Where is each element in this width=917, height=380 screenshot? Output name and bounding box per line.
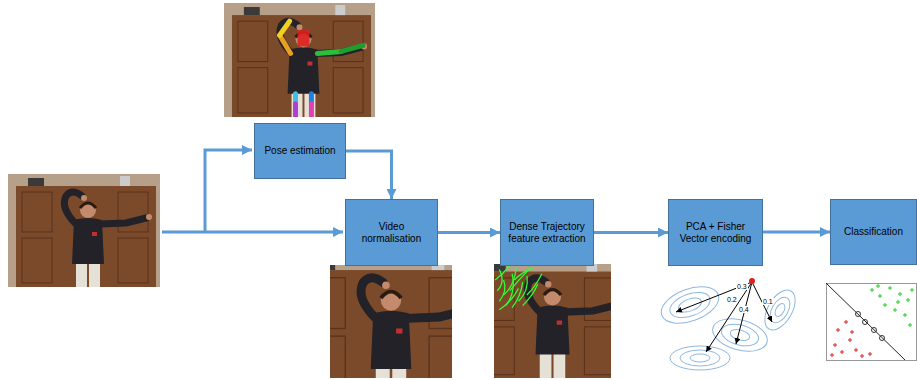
normalised-photo	[289, 255, 482, 380]
process-box: Video normalisation	[345, 199, 438, 266]
box-label: Dense Trajectory feature extraction	[506, 221, 588, 245]
pose-photo	[224, 3, 375, 117]
process-box: Pose estimation	[254, 123, 346, 179]
flow-arrow	[763, 231, 830, 234]
box-label: PCA + Fisher Vector encoding	[674, 221, 757, 245]
process-box: Dense Trajectory feature extraction	[500, 199, 594, 266]
weight-value: 0.2	[726, 296, 738, 303]
flow-arrow	[438, 231, 500, 234]
box-label: Pose estimation	[264, 145, 335, 157]
weight-value: 0.3	[736, 283, 748, 290]
process-box: PCA + Fisher Vector encoding	[668, 199, 763, 266]
input-photo	[8, 174, 160, 287]
flow-arrow	[594, 231, 668, 234]
process-box: Classification	[830, 199, 917, 265]
scatter-plot	[826, 283, 917, 361]
weight-value: 0.1	[762, 298, 774, 305]
box-label: Video normalisation	[351, 221, 432, 245]
box-label: Classification	[844, 226, 903, 238]
flow-arrow	[346, 151, 392, 199]
fisher-illustration	[656, 278, 801, 370]
trajectory-photo	[467, 259, 629, 379]
weight-value: 0.4	[738, 306, 750, 313]
